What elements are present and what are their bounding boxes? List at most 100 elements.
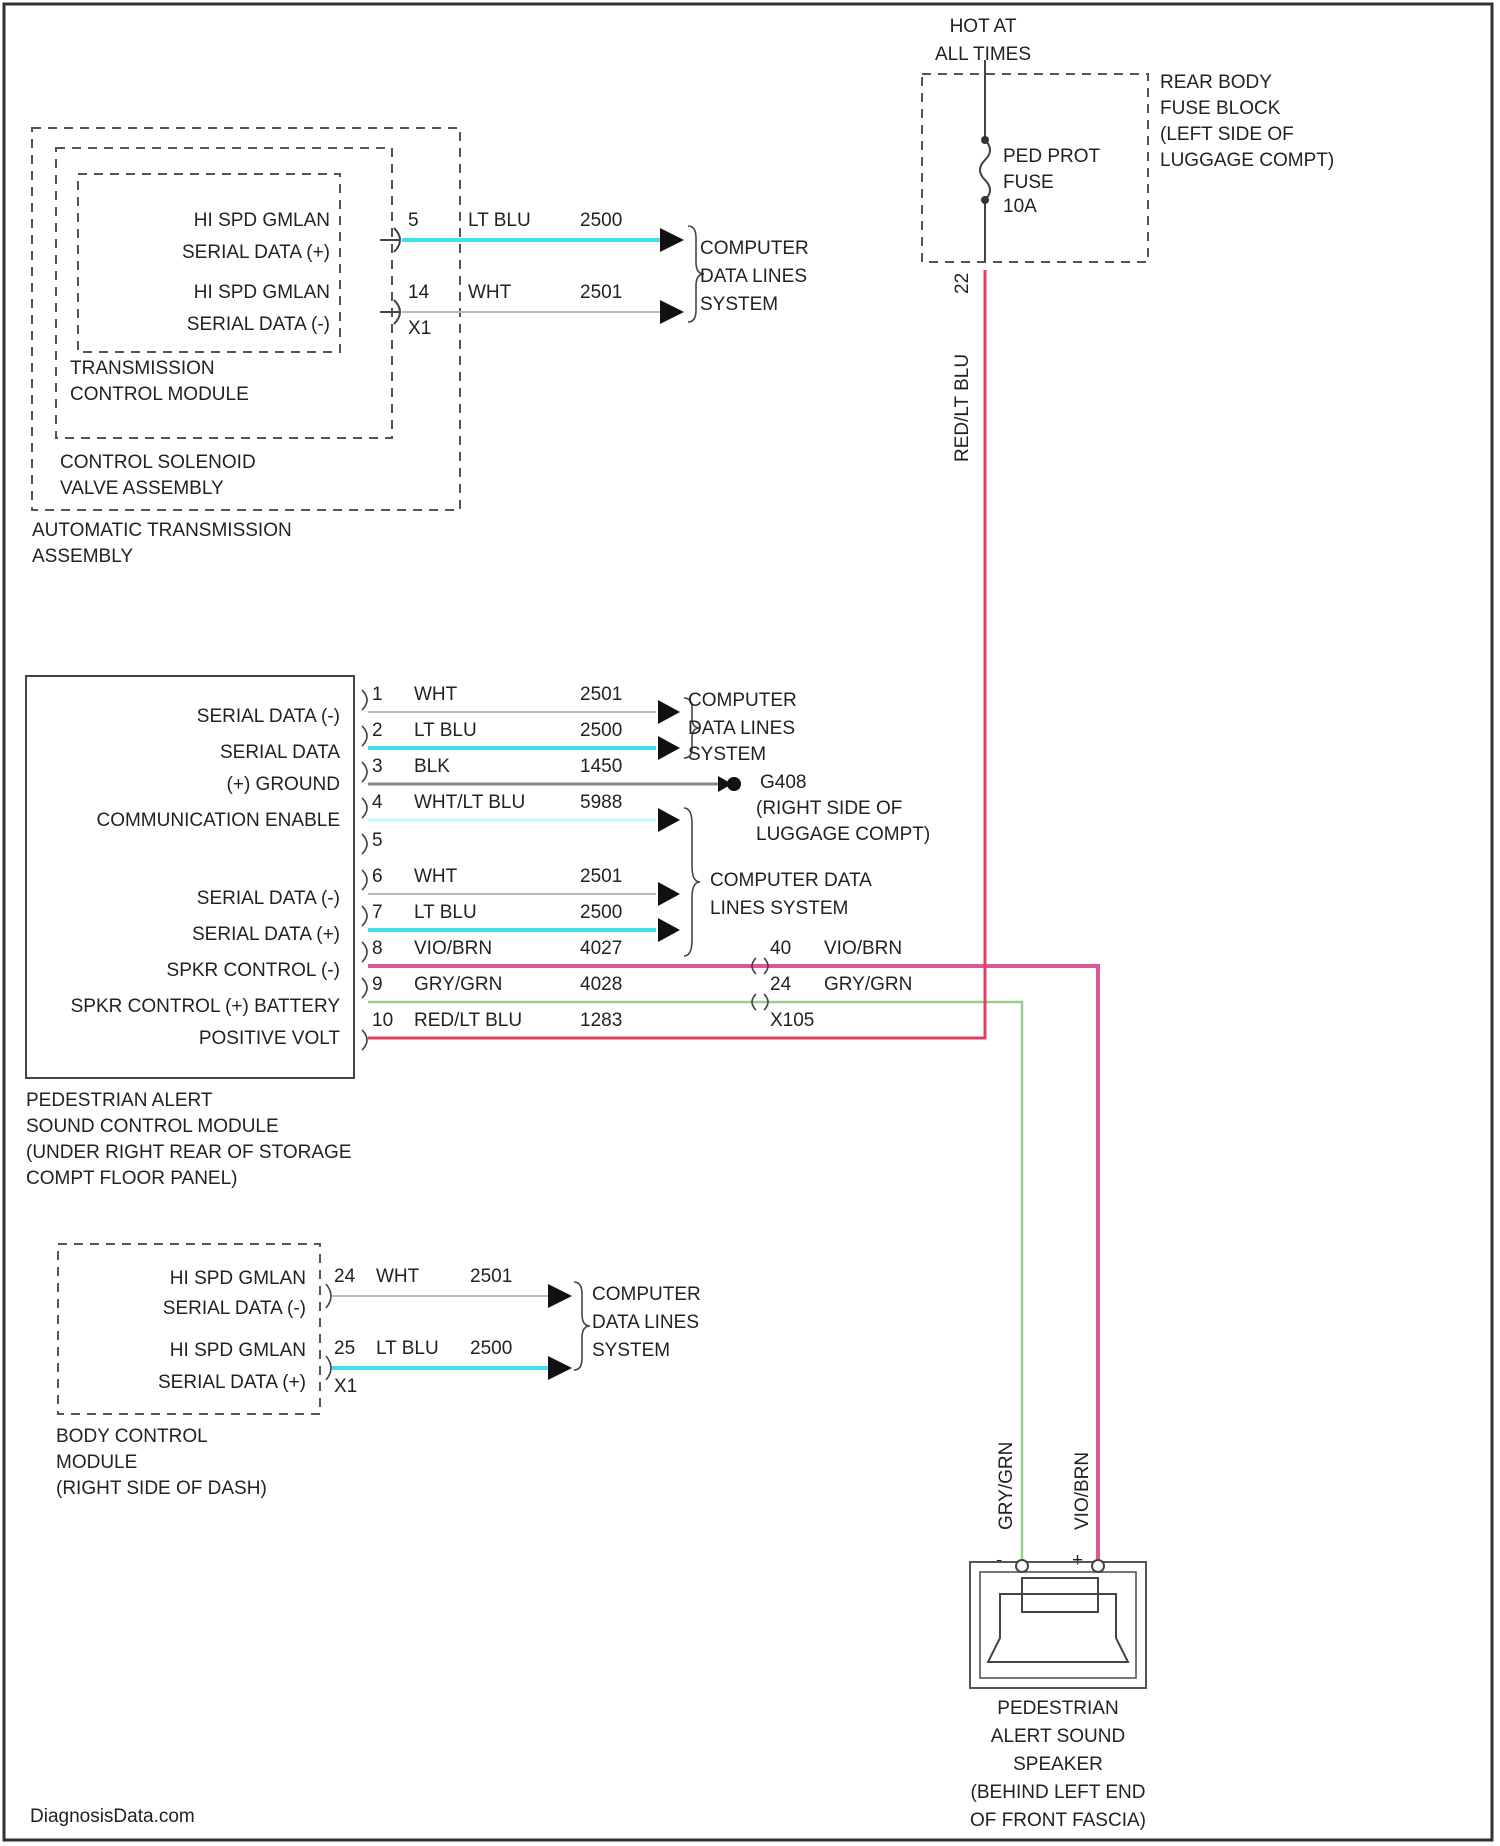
fuse-icon [980, 140, 990, 200]
tcm-pin2-color: WHT [468, 282, 512, 303]
tcm-pin1-color: LT BLU [468, 210, 531, 231]
tcm-dest-3: SYSTEM [700, 294, 778, 315]
bcm-arrow-2 [548, 1356, 572, 1380]
inline-pin-40-color: VIO/BRN [824, 938, 902, 959]
pasm-pin-8-color: VIO/BRN [414, 938, 492, 959]
bcm-label-1: BODY CONTROL [56, 1426, 208, 1447]
speaker-label-3: SPEAKER [1013, 1754, 1103, 1775]
bcm-pin2-number: 25 [334, 1338, 355, 1359]
fuse-name-3: 10A [1003, 196, 1037, 217]
tcm-inner-label-1: TRANSMISSION [70, 358, 215, 379]
pasm-label-serial-data-neg-1: SERIAL DATA (-) [197, 706, 340, 727]
pasm-label-serial-data-pos: SERIAL DATA (+) [192, 924, 340, 945]
pasm-pin-9-num: 9 [372, 974, 383, 995]
pasm-pin-8-circuit: 4027 [580, 938, 622, 959]
pasm-pin-10-color: RED/LT BLU [414, 1010, 522, 1031]
tcm-pin2-label-2: SERIAL DATA (-) [187, 314, 330, 335]
bcm-pin1-connector [326, 1284, 331, 1308]
pasm-pin-4-color: WHT/LT BLU [414, 792, 525, 813]
inline-pin-40-num: 40 [770, 938, 791, 959]
pasm-pin-4-num: 4 [372, 792, 383, 813]
pasm-pin-3-color: BLK [414, 756, 450, 777]
pasm-pin-table: 1 WHT 2501 2 LT BLU 2500 3 BLK 1450 4 WH… [372, 684, 622, 1031]
bcm-pin1-circuit: 2501 [470, 1266, 512, 1287]
pasm-module-label-1: PEDESTRIAN ALERT [26, 1090, 213, 1111]
tcm-group: HI SPD GMLAN SERIAL DATA (+) HI SPD GMLA… [32, 128, 809, 567]
pasm-pin-1-circuit: 2501 [580, 684, 622, 705]
fuse-wire-label: RED/LT BLU [952, 354, 973, 462]
fuse-dot-bottom [981, 196, 989, 204]
fuse-pin-number: 22 [952, 273, 973, 294]
pasm-pin-3-circuit: 1450 [580, 756, 622, 777]
pasm-pin-9-circuit: 4028 [580, 974, 622, 995]
transmission-label-2: ASSEMBLY [32, 546, 133, 567]
pasm-module-label-4: COMPT FLOOR PANEL) [26, 1168, 238, 1189]
inline-pin-24-color: GRY/GRN [824, 974, 912, 995]
pasm-connector-bracket [362, 690, 367, 1050]
pasm-arrow-1 [658, 700, 680, 724]
tcm-dest-2: DATA LINES [700, 266, 807, 287]
speaker-wire-left-label: GRY/GRN [996, 1442, 1017, 1530]
tcm-pin2-circuit: 2501 [580, 282, 622, 303]
bcm-pin2-circuit: 2500 [470, 1338, 512, 1359]
pasm-pin-1-color: WHT [414, 684, 458, 705]
pasm-pin-2-num: 2 [372, 720, 383, 741]
pasm-pin-9-color: GRY/GRN [414, 974, 502, 995]
pasm-pin-6-circuit: 2501 [580, 866, 622, 887]
fuse-block-label-2: FUSE BLOCK [1160, 98, 1281, 119]
bcm-label-2: MODULE [56, 1452, 137, 1473]
pasm-module-label-3: (UNDER RIGHT REAR OF STORAGE [26, 1142, 352, 1163]
bcm-dest-1: COMPUTER [592, 1284, 701, 1305]
pasm-arrow-4 [658, 808, 680, 832]
bcm-pin2-label-1: HI SPD GMLAN [170, 1340, 306, 1361]
tcm-arrow-2 [660, 300, 684, 324]
speaker-label-4: (BEHIND LEFT END [971, 1782, 1146, 1803]
tcm-connector-id: X1 [408, 318, 431, 339]
pasm-label-spkr-pos: SPKR CONTROL (+) BATTERY [71, 996, 341, 1017]
pasm-arrow-2 [658, 736, 680, 760]
watermark: DiagnosisData.com [30, 1806, 195, 1827]
hot-label-2: ALL TIMES [935, 44, 1031, 65]
bcm-pin2-label-2: SERIAL DATA (+) [158, 1372, 306, 1393]
pasm-pin-7-color: LT BLU [414, 902, 477, 923]
speaker-group: GRY/GRN VIO/BRN - + PEDESTRIAN ALERT SOU… [970, 1442, 1146, 1831]
fuse-dot-top [981, 136, 989, 144]
speaker-label-2: ALERT SOUND [991, 1726, 1125, 1747]
pasm-label-comm-enable: COMMUNICATION ENABLE [96, 810, 340, 831]
pasm-pin-2-circuit: 2500 [580, 720, 622, 741]
pasm-label-spkr-neg: SPKR CONTROL (-) [167, 960, 340, 981]
fuse-name-2: FUSE [1003, 172, 1054, 193]
pasm-label-serial-data-neg-2: SERIAL DATA (-) [197, 888, 340, 909]
fuse-block-outline [922, 74, 1148, 262]
pasm-arrow-6 [658, 882, 680, 906]
fuse-block-label-1: REAR BODY [1160, 72, 1272, 93]
tcm-inner-label-2: CONTROL MODULE [70, 384, 249, 405]
ground-label-3: LUGGAGE COMPT) [756, 824, 930, 845]
speaker-terminal-minus [1016, 1560, 1028, 1572]
pasm-pin-2-color: LT BLU [414, 720, 477, 741]
bcm-dest-2: DATA LINES [592, 1312, 699, 1333]
speaker-outer-box [970, 1562, 1146, 1688]
pasm-pin-6-num: 6 [372, 866, 383, 887]
speaker-terminal-plus [1092, 1560, 1104, 1572]
pasm-dest2-1: COMPUTER DATA [710, 870, 872, 891]
inline-connector-id: X105 [770, 1010, 814, 1031]
pasm-pin-3-num: 3 [372, 756, 383, 777]
tcm-dest-1: COMPUTER [700, 238, 809, 259]
ground-label-2: (RIGHT SIDE OF [756, 798, 902, 819]
pasm-pin-7-circuit: 2500 [580, 902, 622, 923]
pasm-label-positive-volt: POSITIVE VOLT [199, 1028, 341, 1049]
bcm-label-3: (RIGHT SIDE OF DASH) [56, 1478, 267, 1499]
pasm-dest1-3: SYSTEM [688, 744, 766, 765]
bcm-pin1-label-2: SERIAL DATA (-) [163, 1298, 306, 1319]
bcm-pin1-label-1: HI SPD GMLAN [170, 1268, 306, 1289]
ground-label-1: G408 [760, 772, 806, 793]
bcm-arrow-1 [548, 1284, 572, 1308]
bcm-dest-3: SYSTEM [592, 1340, 670, 1361]
bcm-pin1-color: WHT [376, 1266, 420, 1287]
solenoid-label-2: VALVE ASSEMBLY [60, 478, 224, 499]
bcm-pin2-connector [326, 1356, 331, 1380]
tcm-pin2-number: 14 [408, 282, 430, 303]
pasm-pin-6-color: WHT [414, 866, 458, 887]
